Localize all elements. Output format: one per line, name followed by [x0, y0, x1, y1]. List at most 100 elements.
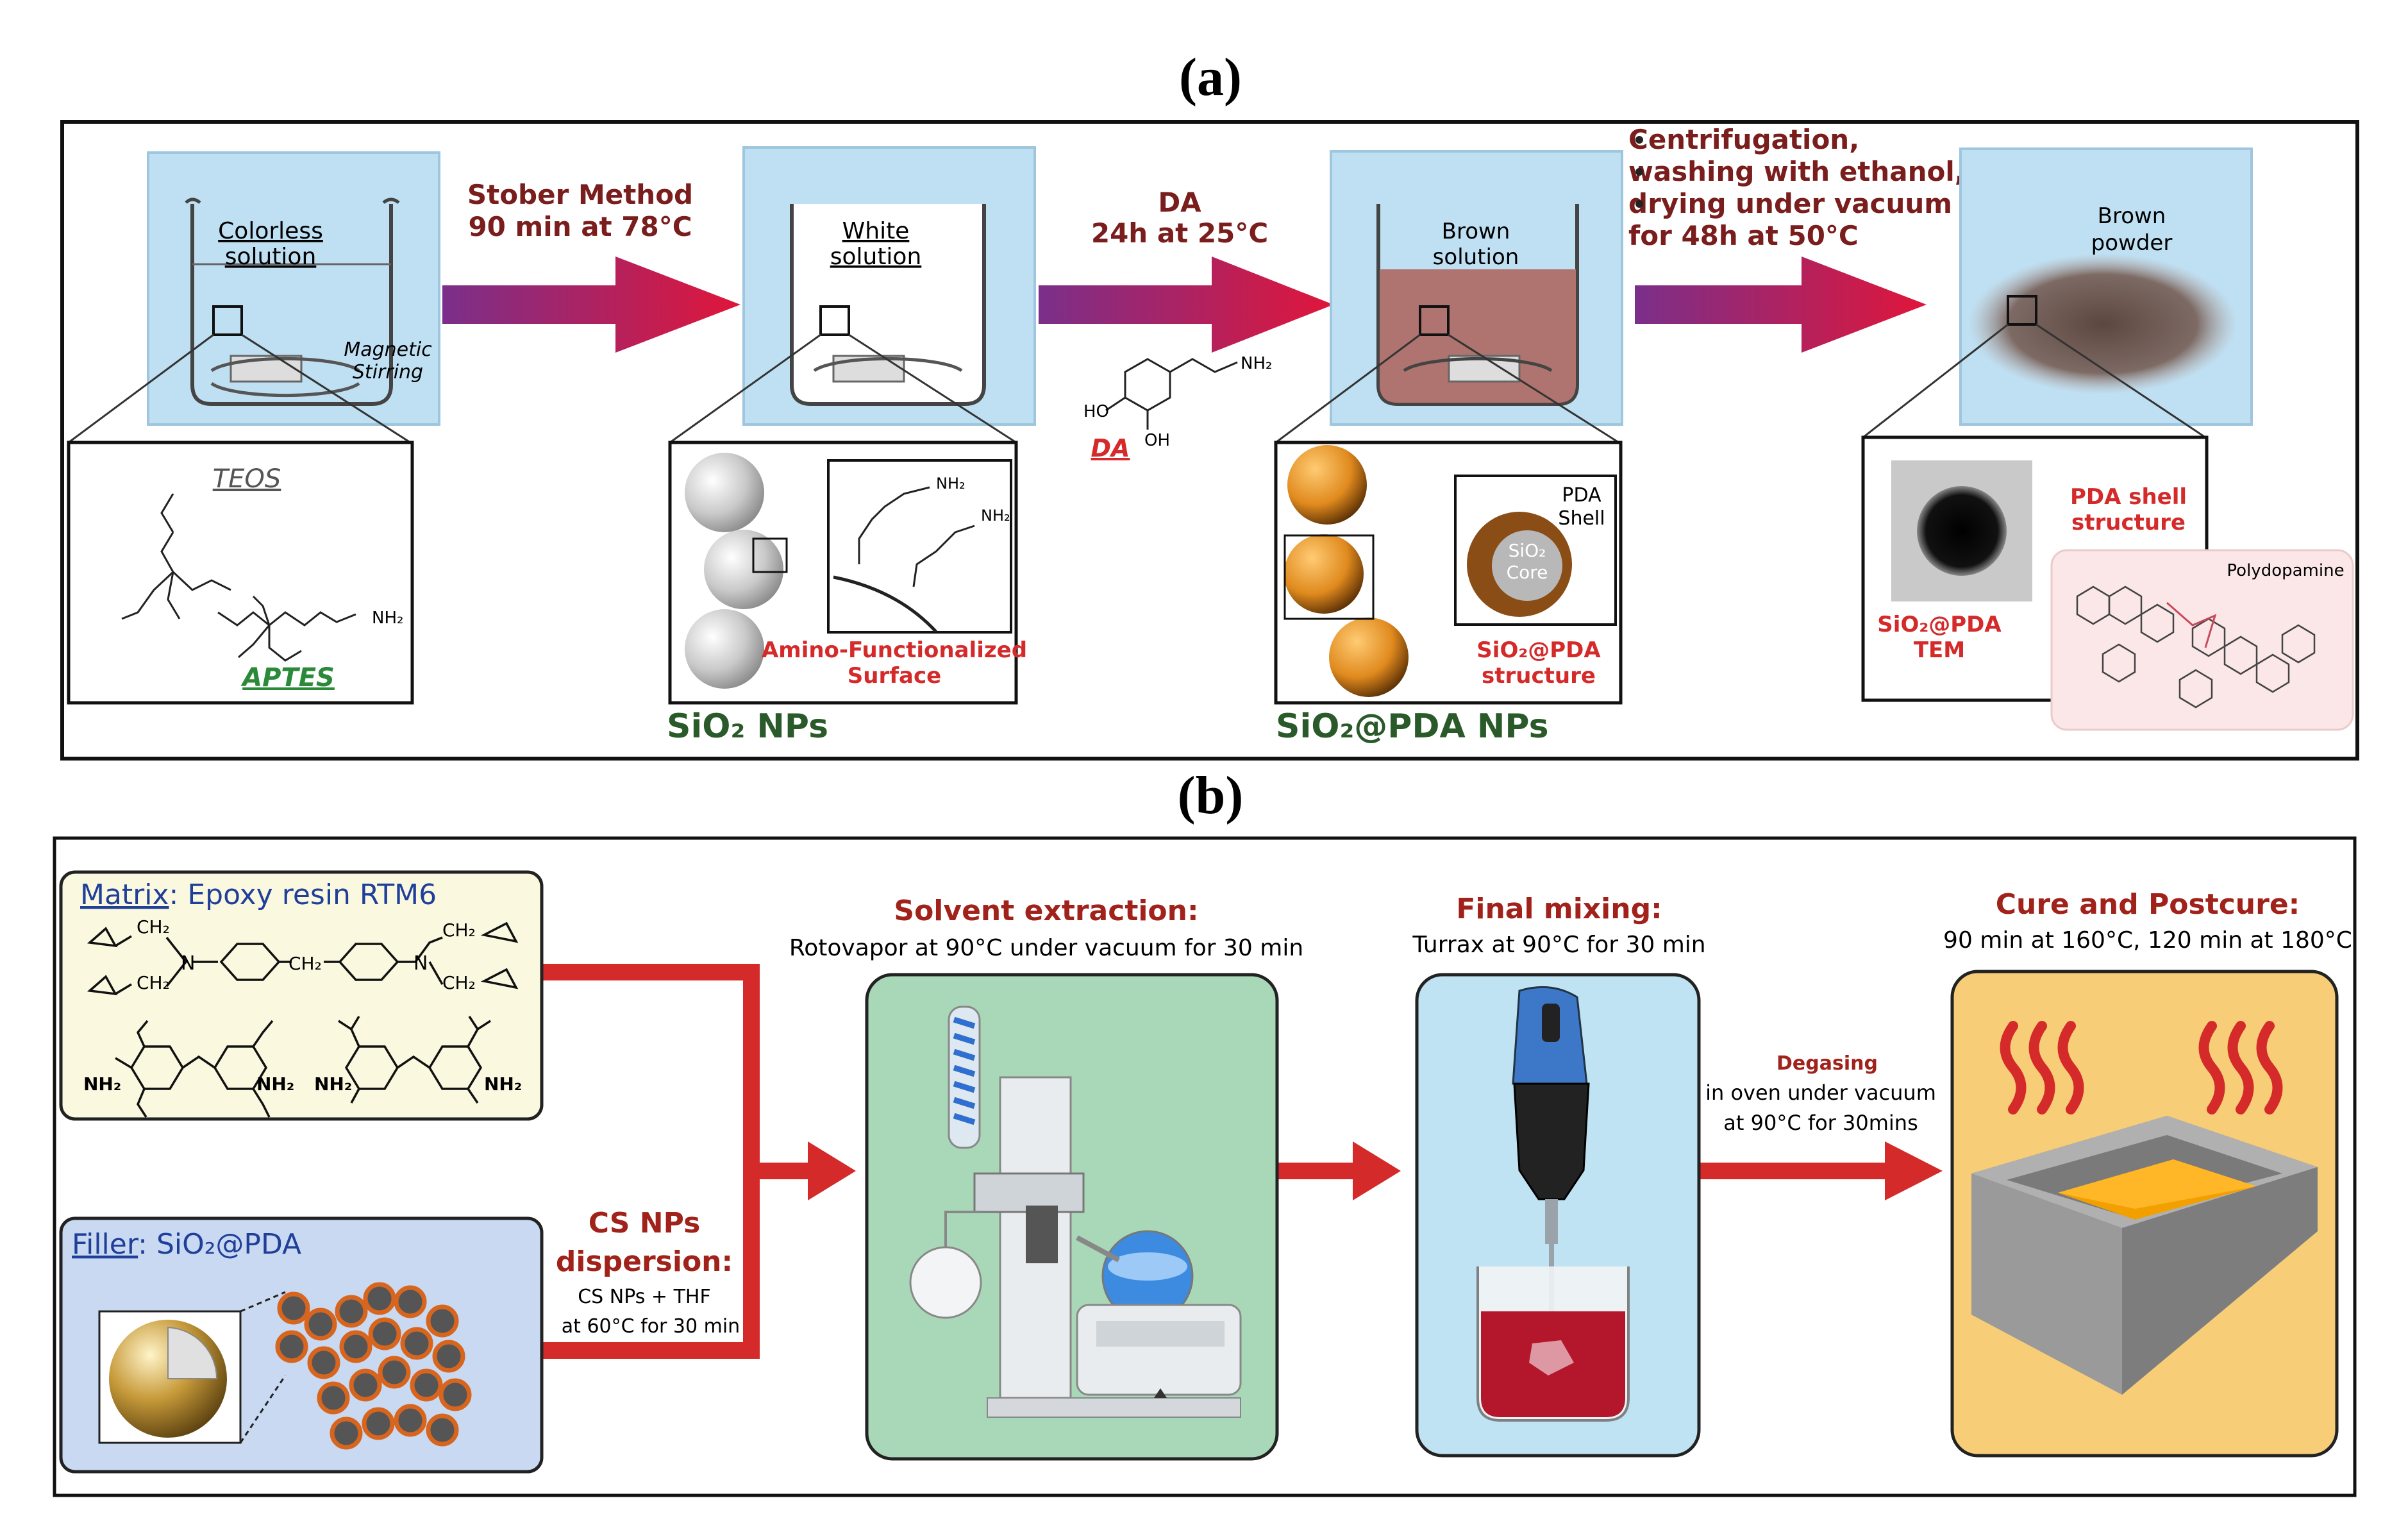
ch2-label: CH₂ — [137, 972, 170, 993]
cure-subtitle: 90 min at 160°C, 120 min at 180°C — [1943, 927, 2352, 954]
step2-white-beaker — [742, 146, 1036, 426]
pda-sphere — [1284, 534, 1364, 614]
bullet-dots — [1635, 136, 1643, 208]
arrow-head — [1885, 1141, 1943, 1200]
workup-bullet3: drying under vacuum — [1628, 188, 1952, 219]
amino-chains — [858, 486, 975, 587]
polydopamine-box — [2050, 549, 2354, 731]
surface-label-line1: Amino-Functionalized — [762, 637, 1027, 663]
solvent-subtitle: Rotovapor at 90°C under vacuum for 30 mi… — [789, 935, 1303, 961]
degasing-sub-line1: in oven under vacuum — [1705, 1081, 1936, 1105]
silica-np-caption: SiO₂ NPs — [667, 707, 828, 746]
surface-label-line2: Surface — [848, 663, 941, 689]
aptes-molecule — [217, 595, 356, 662]
stirring-label-line1: Magnetic — [344, 339, 432, 361]
aptes-nh2: NH₂ — [372, 609, 403, 628]
filler-title-rest: : SiO₂@PDA — [138, 1228, 301, 1261]
process-flow-lines — [540, 964, 1885, 1359]
dispersion-sub-line1: CS NPs + THF — [578, 1286, 711, 1308]
surface-nh2: NH₂ — [936, 475, 966, 492]
rotovapor-illustration — [909, 1005, 1242, 1418]
zoom-marker — [1283, 534, 1375, 620]
workup-bullet1: Centrifugation, — [1628, 124, 1859, 155]
step1-colorless-beaker — [147, 151, 440, 426]
dopamine-molecule — [1105, 358, 1238, 430]
filler-title-keyword: Filler — [72, 1228, 139, 1261]
arrow-stober — [442, 256, 740, 353]
pda-shell-label-line2: structure — [2071, 510, 2186, 535]
zoom-line — [68, 333, 214, 444]
n-label: N — [181, 952, 195, 975]
zoom-line — [1448, 333, 1619, 444]
n-label: N — [414, 952, 428, 975]
step3-brown-beaker — [1330, 150, 1623, 426]
pda-shell-label-line1: PDA shell — [2070, 484, 2187, 510]
cure-title: Cure and Postcure: — [1996, 888, 2300, 921]
sio2-core — [1492, 530, 1562, 601]
inset-zoom-lines — [239, 1291, 287, 1443]
filler-title: Filler: SiO₂@PDA — [72, 1228, 301, 1261]
silica-sphere — [685, 609, 764, 689]
ch2-label: CH₂ — [137, 916, 170, 938]
zoom-line — [241, 333, 411, 444]
degasing-title: Degasing — [1777, 1052, 1878, 1075]
step3-label-line1: Brown — [1442, 219, 1510, 244]
arrow1-line1: Stober Method — [467, 179, 693, 210]
zoom-marker — [2007, 295, 2037, 326]
degasing-sub-line2: at 90°C for 30mins — [1723, 1111, 1918, 1135]
structure-label-line1: SiO₂@PDA — [1476, 637, 1601, 663]
solvent-title: Solvent extraction: — [894, 895, 1198, 927]
matrix-title-keyword: Matrix — [80, 879, 169, 911]
dopamine-label: DA — [1091, 434, 1130, 462]
mixing-subtitle: Turrax at 90°C for 30 min — [1412, 932, 1705, 958]
silica-sphere — [685, 453, 764, 532]
step3-label-line2: solution — [1433, 244, 1519, 270]
core-label-line1: SiO₂ — [1509, 540, 1546, 561]
zoom-line — [1862, 323, 2009, 439]
particle-surface — [833, 575, 937, 633]
step2-label-line2: solution — [830, 244, 922, 270]
tem-label-line2: TEM — [1914, 637, 1965, 663]
dopamine-oh1: HO — [1083, 402, 1109, 421]
matrix-box — [59, 870, 544, 1121]
step2-label-line1: White — [842, 218, 910, 244]
matrix-title-rest: : Epoxy resin RTM6 — [169, 879, 437, 911]
silica-sphere — [704, 530, 783, 609]
powder-label-line2: powder — [2091, 230, 2173, 256]
workup-bullet4: for 48h at 50°C — [1628, 220, 1859, 251]
arrow1-line2: 90 min at 78°C — [468, 211, 692, 242]
dispersion-title-line1: CS NPs — [589, 1207, 701, 1240]
arrow2-line1: DA — [1158, 187, 1201, 218]
shell-label-line2: Shell — [1558, 507, 1605, 530]
dopamine-oh2: OH — [1144, 431, 1170, 450]
rtm6-epoxy-structure — [87, 921, 519, 1118]
teos-label: TEOS — [213, 464, 281, 494]
step1-label-line1: Colorless — [218, 218, 323, 244]
amino-surface-box — [827, 459, 1012, 634]
nh2-label: NH₂ — [256, 1073, 294, 1095]
tem-particle — [1917, 486, 2007, 576]
zoom-line — [669, 333, 821, 444]
surface-nh2: NH₂ — [981, 507, 1010, 525]
arrow2-line2: 24h at 25°C — [1091, 217, 1268, 249]
dispersion-title-line2: dispersion: — [556, 1245, 733, 1278]
teos-aptes-box — [67, 441, 414, 705]
heat-icon — [2000, 1021, 2283, 1114]
pda-sphere — [1287, 445, 1367, 525]
zoom-line — [848, 333, 1017, 444]
dispersion-sub-line2: at 60°C for 30 min — [562, 1315, 740, 1338]
particle-cutaway — [167, 1326, 218, 1379]
pda-np-caption: SiO₂@PDA NPs — [1276, 707, 1549, 746]
arrow-da — [1039, 256, 1334, 353]
zoom-line — [2036, 323, 2206, 439]
curing-mold — [1971, 1116, 2318, 1395]
polydopamine-structure — [2076, 585, 2316, 709]
ch2-label: CH₂ — [288, 953, 322, 974]
pda-sphere — [1329, 618, 1409, 697]
shell-label-line1: PDA — [1562, 484, 1601, 507]
ch2-label: CH₂ — [442, 920, 476, 941]
arrow-head — [1353, 1141, 1401, 1200]
workup-bullet2: washing with ethanol, — [1628, 156, 1965, 187]
dopamine-nh2: NH₂ — [1241, 354, 1272, 373]
